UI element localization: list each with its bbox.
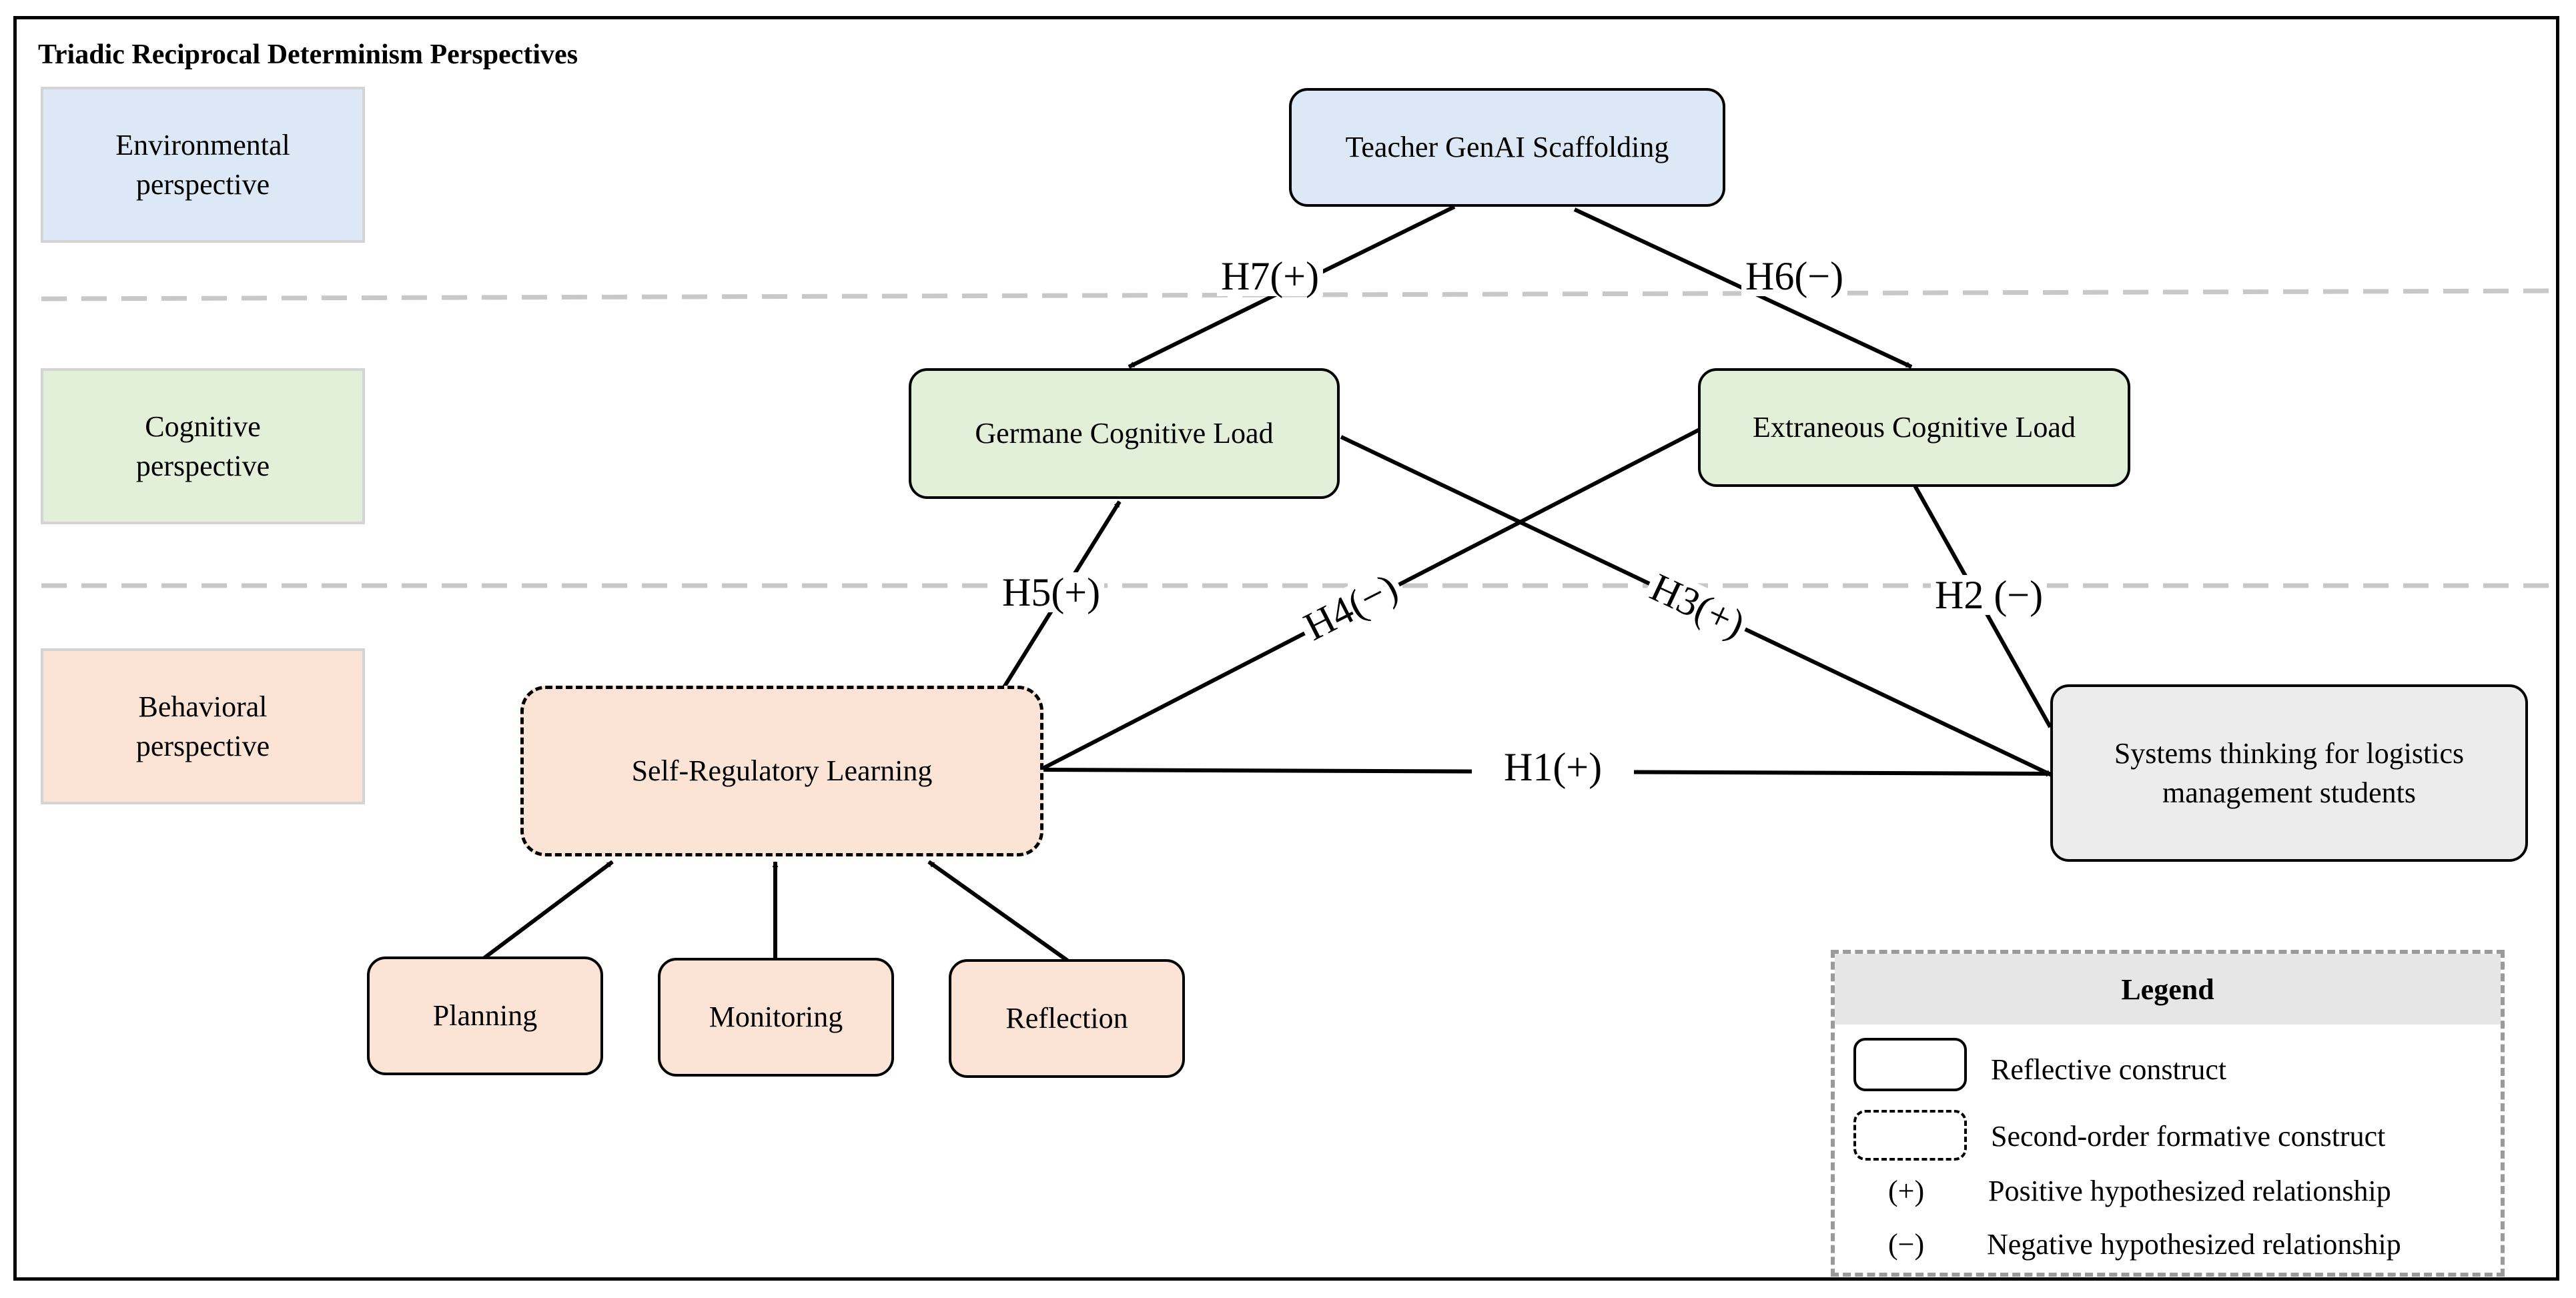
cognitive-perspective-box: Cognitive perspective bbox=[41, 368, 365, 524]
h5-label: H5(+) bbox=[998, 572, 1105, 612]
arrow-planning bbox=[483, 860, 614, 960]
monitoring-label: Monitoring bbox=[709, 1001, 843, 1034]
legend: Legend Reflective construct Second-order… bbox=[1831, 950, 2505, 1277]
teacher-genai-scaffolding-label: Teacher GenAI Scaffolding bbox=[1345, 131, 1669, 164]
extraneous-cognitive-load-label: Extraneous Cognitive Load bbox=[1753, 411, 2076, 444]
cognitive-perspective-label: Cognitive perspective bbox=[135, 410, 270, 482]
reflection-label: Reflection bbox=[1005, 1002, 1128, 1035]
reflective-construct-swatch bbox=[1853, 1038, 1967, 1091]
behavioral-perspective-box: Behavioral perspective bbox=[41, 648, 365, 804]
legend-positive-symbol: (+) bbox=[1888, 1175, 1925, 1207]
germane-cognitive-load-node: Germane Cognitive Load bbox=[909, 368, 1340, 499]
legend-negative-label: Negative hypothesized relationship bbox=[1987, 1228, 2401, 1261]
environmental-perspective-label: Environmental perspective bbox=[115, 128, 290, 201]
systems-thinking-node: Systems thinking for logistics managemen… bbox=[2050, 684, 2528, 862]
germane-cognitive-load-label: Germane Cognitive Load bbox=[975, 417, 1274, 450]
h1-label: H1(+) bbox=[1472, 747, 1635, 787]
legend-reflective-label: Reflective construct bbox=[1991, 1053, 2227, 1086]
planning-node: Planning bbox=[367, 956, 603, 1075]
self-regulatory-learning-node: Self-Regulatory Learning bbox=[520, 686, 1043, 856]
h6-label: H6(−) bbox=[1741, 256, 1848, 296]
diagram-title: Triadic Reciprocal Determinism Perspecti… bbox=[38, 39, 578, 70]
behavioral-perspective-label: Behavioral perspective bbox=[135, 690, 270, 762]
monitoring-node: Monitoring bbox=[658, 958, 894, 1077]
legend-formative-label: Second-order formative construct bbox=[1991, 1120, 2386, 1153]
environmental-perspective-box: Environmental perspective bbox=[41, 87, 365, 243]
extraneous-cognitive-load-node: Extraneous Cognitive Load bbox=[1698, 368, 2130, 487]
legend-title: Legend bbox=[1835, 954, 2501, 1025]
arrow-reflection bbox=[927, 860, 1069, 962]
h2-label: H2 (−) bbox=[1931, 575, 2048, 615]
systems-thinking-label: Systems thinking for logistics managemen… bbox=[2114, 736, 2465, 809]
planning-label: Planning bbox=[432, 999, 538, 1033]
legend-positive-label: Positive hypothesized relationship bbox=[1988, 1175, 2391, 1207]
teacher-genai-scaffolding-node: Teacher GenAI Scaffolding bbox=[1289, 88, 1725, 207]
formative-construct-swatch bbox=[1853, 1110, 1967, 1161]
h7-label: H7(+) bbox=[1217, 256, 1324, 296]
figure-frame bbox=[13, 16, 2559, 1281]
reflection-node: Reflection bbox=[949, 959, 1185, 1078]
self-regulatory-learning-label: Self-Regulatory Learning bbox=[631, 754, 933, 788]
legend-negative-symbol: (−) bbox=[1888, 1228, 1925, 1261]
